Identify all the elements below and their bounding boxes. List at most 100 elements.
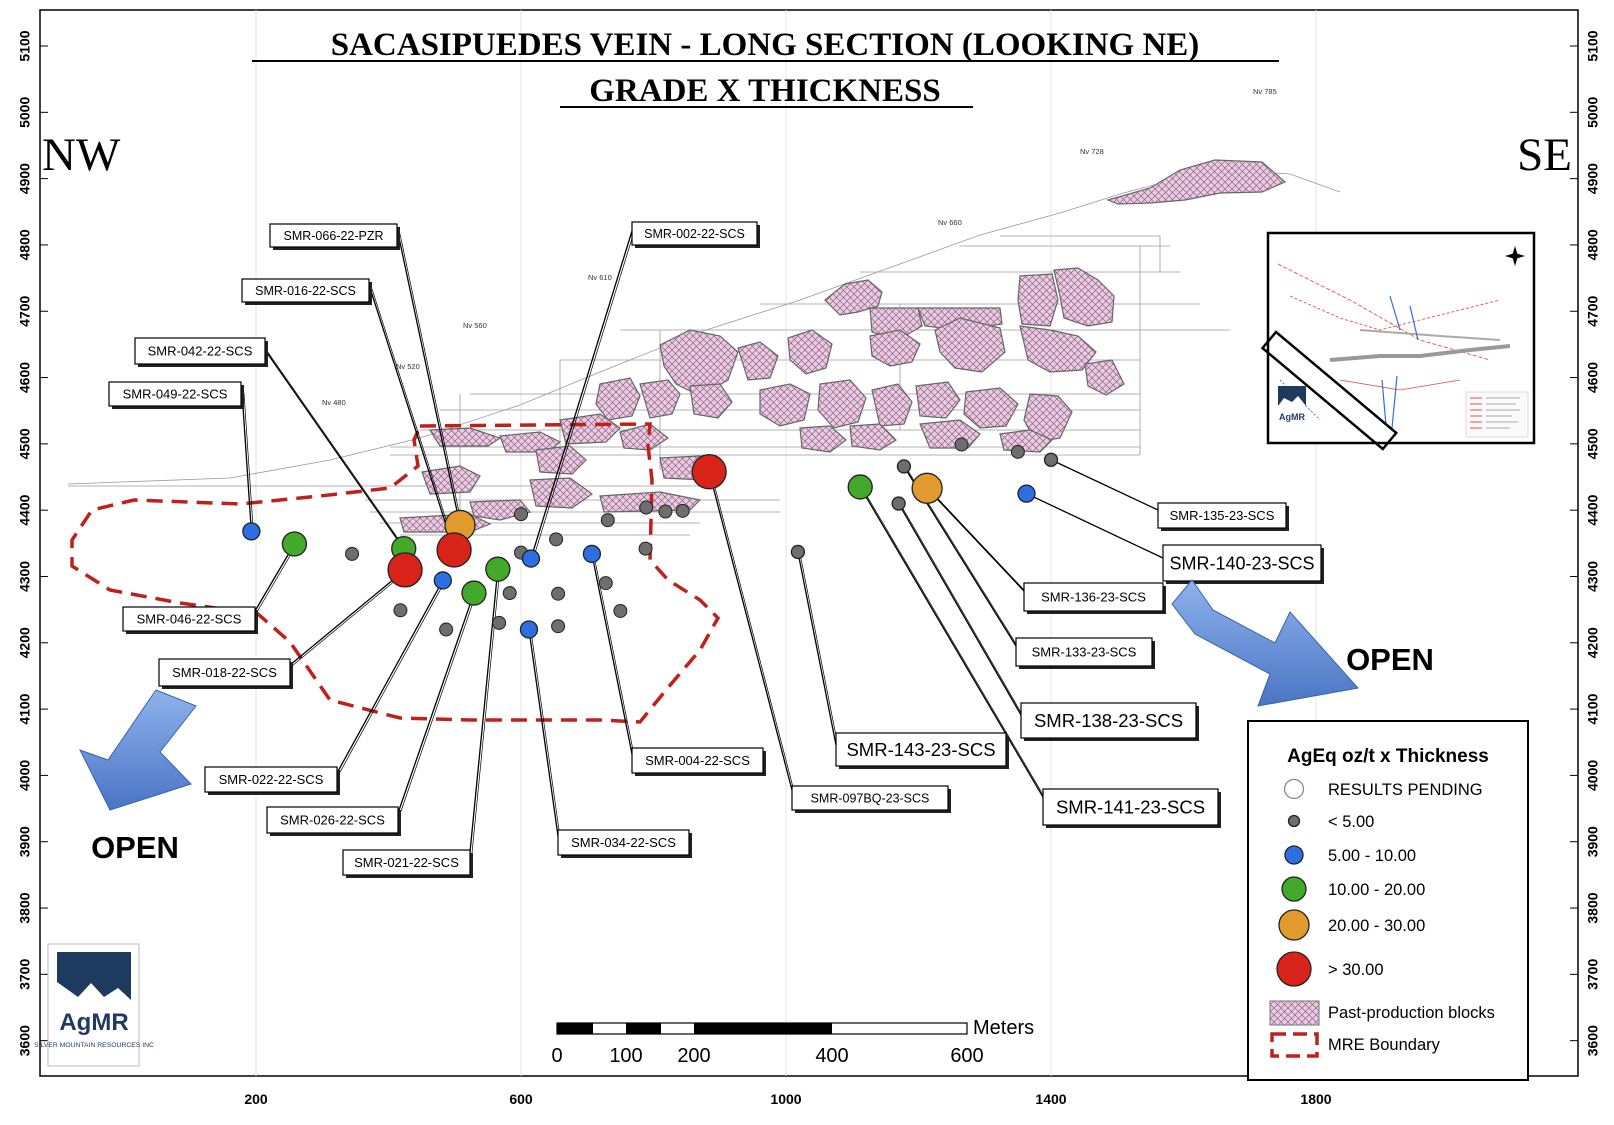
legend-label: 20.00 - 30.00 xyxy=(1328,917,1425,935)
hole-leader-line xyxy=(861,487,1046,799)
open-label-right: OPEN xyxy=(1346,642,1434,677)
hole-label-box xyxy=(269,223,398,248)
y-tick-label: 4800 xyxy=(17,229,33,260)
drill-hole-marker xyxy=(790,544,806,560)
orange-dot-icon xyxy=(1278,909,1310,941)
hole-label: SMR-049-22-SCS xyxy=(123,387,228,402)
level-labels: Nv 785 Nv 728 Nv 660 Nv 610 Nv 560 Nv 52… xyxy=(322,87,1277,407)
x-tick-label: 1800 xyxy=(1300,1091,1331,1107)
hole-leader-line xyxy=(399,233,463,527)
drill-hole-marker xyxy=(519,620,539,639)
y-tick-label: 3700 xyxy=(1585,959,1601,990)
drill-hole-marker xyxy=(896,459,912,474)
hole-leader-line xyxy=(469,569,499,853)
minor-hole-marker xyxy=(502,586,517,601)
hole-leader-line xyxy=(241,391,253,532)
minor-hole-marker xyxy=(598,576,613,591)
hole-leader-line xyxy=(926,487,1025,592)
drill-hole-marker xyxy=(521,549,541,568)
scale-label: 100 xyxy=(609,1045,642,1067)
legend-item: 10.00 - 20.00 xyxy=(1281,876,1425,902)
minor-hole-marker xyxy=(639,500,654,515)
scale-label: 400 xyxy=(815,1045,848,1067)
minor-hole-marker xyxy=(551,619,566,634)
drill-hole-marker xyxy=(281,531,308,557)
agmr-logo: AgMR SILVER MOUNTAIN RESOURCES INC xyxy=(34,943,154,1067)
y-tick-label: 4100 xyxy=(17,693,33,724)
hole-label: SMR-140-23-SCS xyxy=(1169,553,1314,573)
scale-unit: Meters xyxy=(973,1017,1034,1039)
drill-hole-marker xyxy=(891,496,906,511)
hole-label-box xyxy=(342,849,471,876)
hole-label-box xyxy=(631,221,758,246)
scale-label: 200 xyxy=(677,1045,710,1067)
hole-label-box xyxy=(1162,544,1322,582)
minor-hole-marker xyxy=(514,507,528,522)
hole-leader-line xyxy=(900,504,1024,717)
drill-hole-marker xyxy=(242,522,261,541)
hole-leader-line xyxy=(928,489,1027,593)
open-arrow-left xyxy=(78,689,197,811)
y-axis-left: 5100500049004800470046004500440043004200… xyxy=(17,30,48,1056)
drill-hole-marker xyxy=(1043,452,1059,467)
inset-location-map: AgMR xyxy=(1260,231,1536,451)
minor-hole-marker xyxy=(613,603,628,618)
hole-leader-line xyxy=(530,630,561,838)
mine-workings xyxy=(67,169,1341,536)
y-tick-label: 4800 xyxy=(1585,229,1601,260)
hole-leader-line xyxy=(593,554,635,756)
hole-leader-line xyxy=(471,570,501,854)
minor-hole-marker xyxy=(1010,444,1025,459)
legend-item: > 30.00 xyxy=(1276,951,1384,987)
level-label: Nv 728 xyxy=(1080,147,1104,156)
past-production-blocks xyxy=(399,159,1287,533)
minor-hole-marker xyxy=(549,532,564,547)
legend-item: Past-production blocks xyxy=(1269,1000,1495,1026)
hole-label: SMR-135-23-SCS xyxy=(1170,508,1275,523)
y-tick-label: 4700 xyxy=(17,295,33,326)
drill-hole-marker xyxy=(582,544,602,564)
hole-leader-line xyxy=(708,471,793,791)
legend-label: RESULTS PENDING xyxy=(1328,781,1483,799)
logo-text: AgMR xyxy=(59,1009,128,1036)
hole-leader-line xyxy=(528,629,559,837)
hole-leader-line xyxy=(289,569,406,666)
level-label: Nv 660 xyxy=(938,218,962,227)
y-tick-label: 3600 xyxy=(17,1025,33,1056)
y-tick-label: 4000 xyxy=(17,760,33,791)
y-tick-label: 4100 xyxy=(1585,693,1601,724)
hole-label-box xyxy=(631,747,764,774)
hole-label-box xyxy=(134,337,266,365)
y-tick-label: 4400 xyxy=(1585,494,1601,525)
dashed-boundary-icon xyxy=(1270,1032,1319,1058)
hole-label: SMR-026-22-SCS xyxy=(280,813,385,828)
drill-hole-markers xyxy=(242,452,1059,639)
y-tick-label: 5000 xyxy=(17,97,33,128)
hole-label: SMR-021-22-SCS xyxy=(354,855,459,870)
y-tick-label: 4000 xyxy=(1585,760,1601,791)
hole-label: SMR-002-22-SCS xyxy=(644,227,745,241)
y-tick-label: 4300 xyxy=(17,561,33,592)
y-tick-label: 3700 xyxy=(17,959,33,990)
drill-hole-marker xyxy=(433,571,452,590)
legend-label: MRE Boundary xyxy=(1328,1036,1441,1054)
scale-label: 600 xyxy=(950,1045,983,1067)
scale-label: 0 xyxy=(551,1045,562,1067)
y-axis-right: 5100500049004800470046004500440043004200… xyxy=(1570,30,1601,1056)
hole-leader-line xyxy=(859,486,1044,798)
y-tick-label: 4200 xyxy=(17,627,33,658)
y-tick-label: 4500 xyxy=(1585,428,1601,459)
hole-leader-line xyxy=(371,288,457,552)
red-dot-icon xyxy=(1276,951,1312,987)
hole-leader-line xyxy=(532,231,635,560)
drill-hole-marker xyxy=(911,472,943,504)
hole-label: SMR-136-23-SCS xyxy=(1041,590,1146,605)
green-dot-icon xyxy=(1281,876,1307,902)
map-frame xyxy=(39,9,1579,1077)
minor-holes xyxy=(345,437,1025,637)
level-label: Nv 560 xyxy=(463,321,487,330)
x-tick-label: 1000 xyxy=(770,1091,801,1107)
hole-label-box xyxy=(835,732,1007,767)
